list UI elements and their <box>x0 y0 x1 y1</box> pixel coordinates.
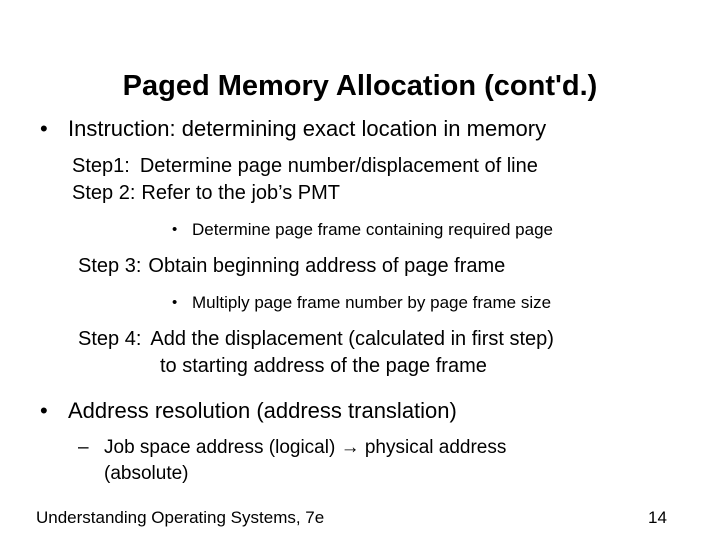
dash-bullet-job-space-address: –Job space address (logical) → physical … <box>0 435 720 461</box>
spacer <box>0 207 720 218</box>
sub-bullet-determine-frame-label: Determine page frame containing required… <box>192 220 554 239</box>
step-1-text: Determine page number/displacement of li… <box>139 155 538 177</box>
bullet-address-resolution: • Address resolution (address translation… <box>0 396 720 426</box>
sub-bullet-determine-frame: • Determine page frame containing require… <box>0 218 720 242</box>
bullet-icon: • <box>172 221 178 238</box>
step-2-text: Refer to the job’s PMT <box>141 182 340 204</box>
step-4-continuation: to starting address of the page frame <box>160 355 487 377</box>
bullet-icon: • <box>172 294 178 311</box>
footer-source-text: Understanding Operating Systems, 7e <box>36 508 325 527</box>
dash-icon: – <box>78 437 89 458</box>
step-1-line: Step1: Determine page number/displacement… <box>0 153 720 180</box>
step-4-label: Step 4: <box>78 328 142 350</box>
step-3-line: Step 3: Obtain beginning address of page … <box>0 253 720 280</box>
spacer <box>0 428 720 435</box>
step-1-label: Step1: <box>72 155 130 177</box>
spacer <box>0 242 720 253</box>
spacer <box>0 146 720 153</box>
slide-footer: Understanding Operating Systems, 7e 14 <box>0 507 720 537</box>
bullet-address-resolution-label: Address resolution (address translation) <box>68 398 457 423</box>
footer-page-number: 14 <box>648 508 667 527</box>
bullet-instruction-label: Instruction: determining exact location … <box>68 116 547 141</box>
sub-bullet-multiply-frame: • Multiply page frame number by page fram… <box>0 291 720 315</box>
spacer <box>0 315 720 326</box>
bullet-instruction: • Instruction: determining exact location… <box>0 114 720 144</box>
step-2-line: Step 2:Refer to the job’s PMT <box>0 180 720 207</box>
step-3-label: Step 3: <box>78 255 142 277</box>
step-2-label: Step 2: <box>72 182 136 204</box>
bullet-icon: • <box>40 116 48 141</box>
step-4-line: Step 4: Add the displacement (calculated … <box>0 326 720 353</box>
dash-bullet-continuation: (absolute) <box>104 463 189 484</box>
spacer <box>0 280 720 291</box>
dash-bullet-job-space-address-label: Job space address (logical) → physical a… <box>104 437 507 458</box>
step-4-text: Add the displacement (calculated in firs… <box>150 328 554 350</box>
spacer <box>0 380 720 396</box>
sub-bullet-multiply-frame-label: Multiply page frame number by page frame… <box>192 293 552 312</box>
page-title: Paged Memory Allocation (cont'd.) <box>122 70 598 103</box>
bullet-icon: • <box>40 398 48 423</box>
step-3-text: Obtain beginning address of page frame <box>148 255 506 277</box>
slide-body: • Instruction: determining exact location… <box>0 114 720 487</box>
